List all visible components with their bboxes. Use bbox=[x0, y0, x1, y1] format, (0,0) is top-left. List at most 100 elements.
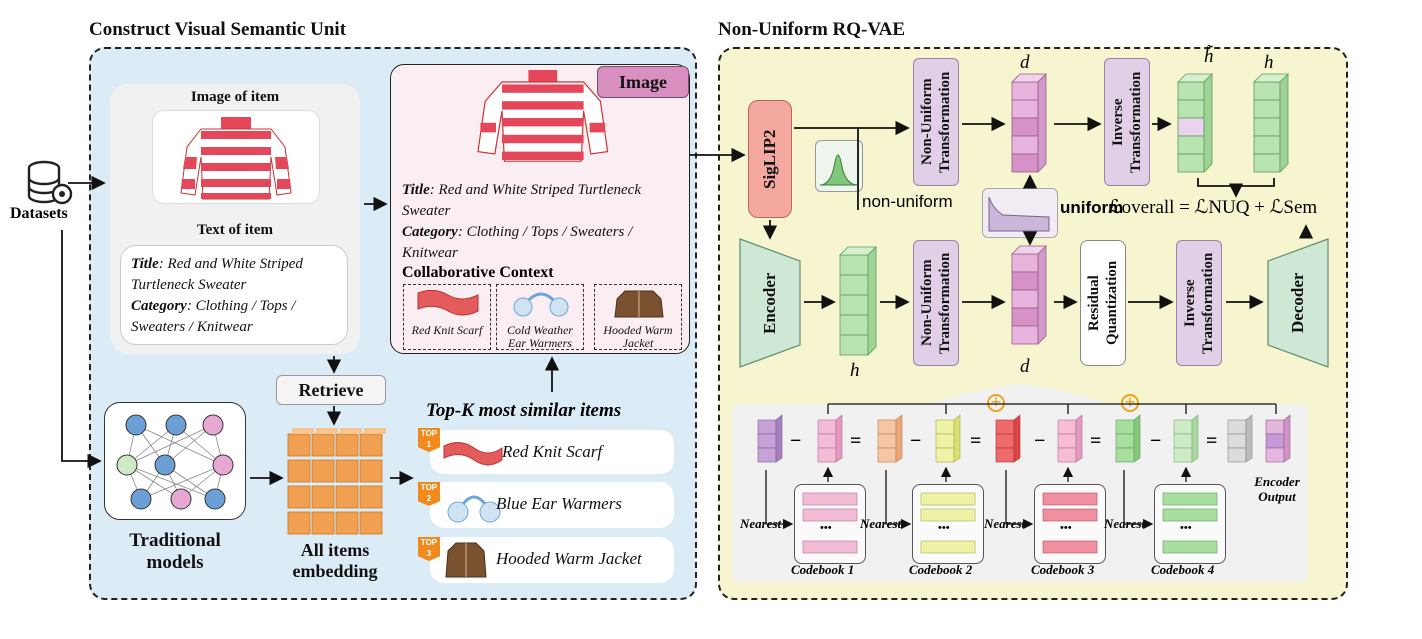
h-top-label: h bbox=[1264, 52, 1274, 73]
category-value: : Clothing / Tops / Sweaters / Knitwear bbox=[131, 298, 296, 335]
embedding-cubes-icon bbox=[287, 428, 386, 535]
jacket-icon bbox=[445, 542, 487, 578]
decoder-block bbox=[1267, 238, 1329, 368]
jacket-icon bbox=[614, 290, 664, 318]
scarf-icon bbox=[417, 289, 479, 316]
codebook-4 bbox=[1154, 484, 1226, 564]
nearest-label: Nearest bbox=[740, 516, 782, 531]
text-of-item-label: Text of item bbox=[196, 222, 274, 238]
topk-title: Top-K most similar items bbox=[426, 400, 622, 421]
image-of-item-label: Image of item bbox=[190, 89, 280, 105]
nearest-label: Nearest bbox=[984, 516, 1026, 531]
nearest-label: Nearest bbox=[1104, 516, 1146, 531]
database-icon bbox=[27, 160, 73, 205]
collab-item: Red Knit Scarf bbox=[403, 284, 491, 350]
h-bottom-label: h bbox=[850, 360, 860, 381]
non-uniform-transformation-bottom: Non-Uniform Transformation bbox=[913, 240, 959, 366]
collab-item-label: Red Knit Scarf bbox=[411, 323, 483, 337]
item-image-frame bbox=[152, 110, 320, 204]
non-uniform-label: non-uniform bbox=[862, 192, 953, 211]
equals-op: = bbox=[1090, 430, 1102, 452]
vector-icon bbox=[1057, 414, 1083, 463]
topk-item: Blue Ear Warmers bbox=[430, 482, 674, 528]
image-tag: Image bbox=[597, 66, 689, 98]
dots: ••• bbox=[1060, 522, 1072, 534]
siglip2-block: SigLIP2 bbox=[748, 100, 792, 218]
collab-item: Hooded Warm Jacket bbox=[594, 284, 682, 350]
vector-icon bbox=[757, 414, 783, 463]
topk-item-name: Hooded Warm Jacket bbox=[496, 549, 642, 568]
minus-op: − bbox=[910, 430, 922, 452]
sweater-icon bbox=[180, 117, 292, 200]
codebook-2 bbox=[912, 484, 984, 564]
d-vector-icon bbox=[1011, 73, 1047, 173]
loss-equation: ℒoverall = ℒNUQ + ℒSem bbox=[1108, 197, 1318, 218]
category-key: Category bbox=[131, 298, 187, 314]
all-items-embedding-label: All items embedding bbox=[292, 540, 378, 581]
retrieve-label: Retrieve bbox=[276, 375, 386, 405]
vector-icon bbox=[1227, 414, 1253, 463]
traditional-model-graph bbox=[104, 402, 246, 520]
decoder-label: Decoder bbox=[1288, 272, 1307, 334]
encoder-label: Encoder bbox=[760, 272, 779, 334]
codebook-label: Codebook 1 bbox=[791, 562, 855, 577]
dots: ••• bbox=[820, 522, 832, 534]
sweater-icon bbox=[477, 70, 609, 162]
item-text-box: Title: Red and White Striped Turtleneck … bbox=[120, 245, 348, 345]
inverse-transformation-top: Inverse Transformation bbox=[1104, 58, 1150, 186]
codebook-label: Codebook 3 bbox=[1031, 562, 1095, 577]
encoder-output-label: Encoder Output bbox=[1254, 474, 1300, 504]
d-top-label: d bbox=[1020, 52, 1030, 73]
traditional-models-label: Traditional models bbox=[129, 530, 221, 573]
codebook-grid-icon bbox=[1162, 492, 1218, 554]
residual-quantization: Residual Quantization bbox=[1080, 240, 1126, 366]
uniform-distribution bbox=[982, 188, 1058, 238]
title-value: : Red and White Striped Turtleneck Sweat… bbox=[131, 256, 303, 293]
non-uniform-transformation-top: Non-Uniform Transformation bbox=[913, 58, 959, 186]
codebook-3 bbox=[1034, 484, 1106, 564]
collaborative-context-label: Collaborative Context bbox=[402, 264, 554, 281]
vector-icon bbox=[935, 414, 961, 463]
title-key: Title bbox=[131, 256, 159, 272]
encoder-block bbox=[739, 238, 801, 368]
topk-item: Red Knit Scarf bbox=[430, 430, 674, 474]
category-value: : Clothing / Tops / Sweaters / Knitwear bbox=[402, 224, 633, 261]
equals-op: = bbox=[970, 430, 982, 452]
minus-op: − bbox=[790, 430, 802, 452]
vector-icon bbox=[1265, 414, 1291, 463]
codebook-grid-icon bbox=[802, 492, 858, 554]
dots: ••• bbox=[1180, 522, 1192, 534]
left-section-title: Construct Visual Semantic Unit bbox=[89, 19, 347, 40]
equals-op: = bbox=[850, 430, 862, 452]
neural-network-icon bbox=[116, 414, 234, 510]
nearest-label: Nearest bbox=[860, 516, 902, 531]
vector-icon bbox=[877, 414, 903, 463]
uniform-label: uniform bbox=[1060, 198, 1124, 217]
codebook-label: Codebook 2 bbox=[909, 562, 973, 577]
bell-curve-icon bbox=[819, 154, 859, 186]
codebook-grid-icon bbox=[1042, 492, 1098, 554]
title-key: Title bbox=[402, 182, 430, 198]
h-vector-icon bbox=[1253, 73, 1289, 173]
d-bottom-label: d bbox=[1020, 356, 1030, 377]
right-section-title: Non-Uniform RQ-VAE bbox=[718, 19, 906, 40]
title-value: : Red and White Striped Turtleneck Sweat… bbox=[402, 182, 641, 219]
vector-icon bbox=[1115, 414, 1141, 463]
flat-distribution-icon bbox=[988, 196, 1050, 232]
scarf-icon bbox=[443, 442, 503, 466]
vector-icon bbox=[995, 414, 1021, 463]
minus-op: − bbox=[1034, 430, 1046, 452]
collab-item-label: Cold Weather Ear Warmers bbox=[507, 323, 573, 350]
h-vector-icon bbox=[839, 246, 877, 356]
topk-item-name: Red Knit Scarf bbox=[502, 442, 603, 461]
ear-warmers-icon bbox=[447, 495, 501, 523]
collab-item-label: Hooded Warm Jacket bbox=[603, 323, 673, 350]
dots: ••• bbox=[938, 522, 950, 534]
d-vector-icon bbox=[1011, 245, 1047, 345]
category-key: Category bbox=[402, 224, 458, 240]
h-tilde-vector-icon bbox=[1177, 73, 1213, 173]
topk-item-name: Blue Ear Warmers bbox=[496, 494, 622, 513]
datasets-label: Datasets bbox=[10, 205, 68, 222]
